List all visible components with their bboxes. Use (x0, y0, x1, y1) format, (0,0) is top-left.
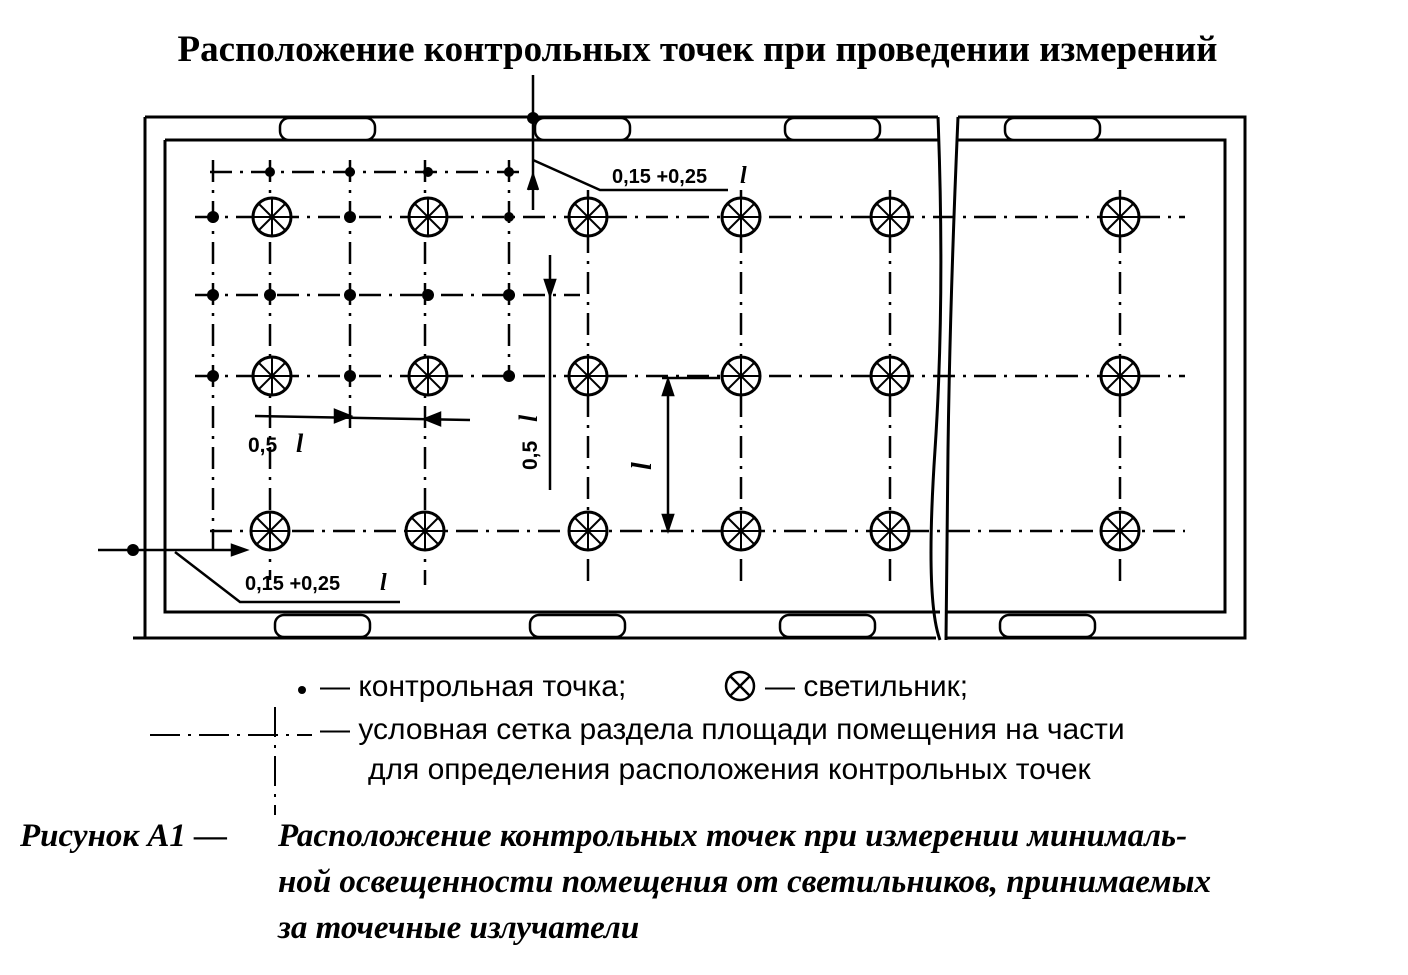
luminaire-icon (404, 510, 446, 552)
vertical-half-symbol: l (514, 414, 543, 422)
control-point (422, 289, 434, 301)
luminaire-icon (1099, 196, 1141, 238)
luminaire-icon (407, 196, 449, 238)
control-point (265, 167, 275, 177)
vertical-half-label: 0,5 (519, 440, 542, 470)
luminaire-icon (720, 355, 762, 397)
control-point (207, 211, 219, 223)
dimension-lines (98, 75, 728, 604)
bottom-arrow (230, 543, 250, 557)
window (528, 613, 627, 639)
caption-label: Рисунок А1 — (20, 818, 228, 854)
break-line-2 (944, 116, 960, 641)
luminaire-icon (869, 355, 911, 397)
control-point (207, 289, 219, 301)
control-point (504, 167, 514, 177)
control-point (503, 289, 515, 301)
control-points (127, 112, 539, 556)
window (998, 613, 1097, 639)
caption-line-1: Расположение контрольных точек при измер… (278, 818, 1188, 854)
luminaire-icon (567, 355, 609, 397)
legend-luminaire-icon (724, 670, 756, 702)
window (533, 116, 632, 142)
l-label: l (627, 462, 658, 470)
luminaire-icon (1099, 355, 1141, 397)
figure-title: Расположение контрольных точек при прове… (177, 29, 1218, 70)
legend-luminaire-text: — светильник; (765, 670, 969, 703)
control-point (207, 370, 219, 382)
control-point (504, 212, 514, 222)
top-leader-slant (532, 158, 728, 192)
control-point (264, 289, 276, 301)
half-l-arrow-up (543, 278, 557, 299)
control-point (423, 167, 433, 177)
legend-point-icon (298, 686, 306, 694)
top-arrow (526, 171, 540, 191)
bottom-offset-label: 0,15 +0,25 (245, 573, 340, 595)
caption-line-2: ной освещенности помещения от светильник… (278, 864, 1212, 900)
legend-symbols (150, 670, 756, 815)
top-offset-label: 0,15 +0,25 (612, 166, 707, 188)
luminaire-icon (869, 196, 911, 238)
luminaires (249, 196, 1141, 552)
horizontal-half-label: 0,5 (248, 434, 278, 457)
luminaire-icon (1099, 510, 1141, 552)
top-offset-symbol: l (740, 163, 747, 189)
luminaire-icon (251, 355, 293, 397)
control-point (344, 289, 356, 301)
wall-outer-right-part (946, 115, 1247, 640)
luminaire-icon (407, 355, 449, 397)
control-point (503, 370, 515, 382)
luminaire-icon (720, 510, 762, 552)
l-arrow-up (661, 376, 675, 397)
window (273, 613, 372, 639)
window (1003, 116, 1102, 142)
l-arrow-down (661, 513, 675, 534)
luminaire-icon (567, 510, 609, 552)
horizontal-half-symbol: l (296, 429, 304, 458)
bottom-leader-slant (174, 551, 400, 604)
half-l-arrow-left (333, 408, 354, 424)
legend-grid-text-2: для определения расположения контрольных… (368, 753, 1091, 786)
window (783, 116, 882, 142)
luminaire-icon (249, 510, 291, 552)
half-l-arrow-right (421, 411, 442, 427)
dimension-labels: 0,15 +0,25 l 0,15 +0,25 l 0,5 l 0,5 l l (245, 163, 747, 596)
control-point (344, 211, 356, 223)
break-line-1 (929, 116, 943, 641)
window (778, 613, 877, 639)
bottom-offset-symbol: l (380, 570, 387, 596)
control-point (345, 167, 355, 177)
luminaire-icon (567, 196, 609, 238)
caption-line-3: за точечные излучатели (278, 910, 640, 946)
legend-point-text: — контрольная точка; (320, 670, 627, 703)
windows (273, 116, 1102, 639)
legend-grid-text-1: — условная сетка раздела площади помещен… (320, 713, 1125, 746)
luminaire-icon (720, 196, 762, 238)
control-point (344, 370, 356, 382)
luminaire-icon (251, 196, 293, 238)
dash-dot-grid (195, 160, 1185, 585)
window (278, 116, 377, 142)
luminaire-icon (869, 510, 911, 552)
